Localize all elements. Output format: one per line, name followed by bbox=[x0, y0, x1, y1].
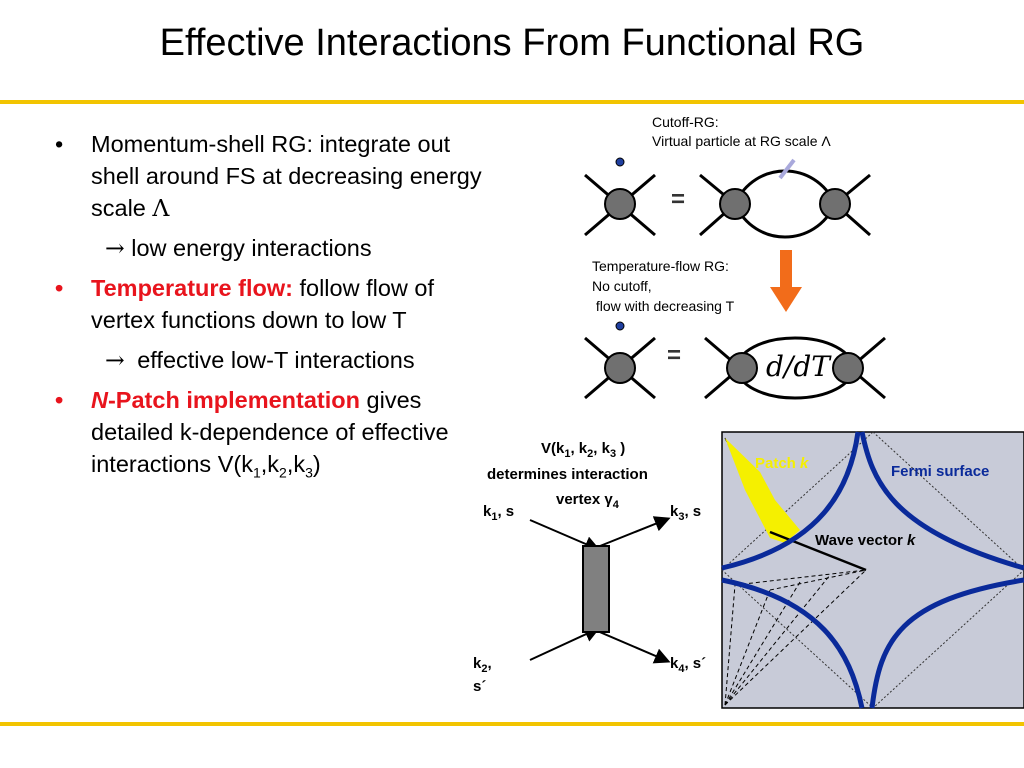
k2-label: k2, bbox=[473, 655, 492, 675]
flow-arrow-icon bbox=[770, 250, 802, 312]
patch-label: Patch k bbox=[755, 455, 809, 472]
cutoff-bubble bbox=[699, 158, 871, 239]
wave-vector-label: Wave vector k bbox=[815, 532, 916, 549]
vertex-caption-3: vertex γ4 bbox=[556, 491, 619, 511]
cutoff-label-2: Virtual particle at RG scale Λ bbox=[652, 133, 831, 149]
bullet-temperature-flow: • Temperature flow: follow flow of verte… bbox=[55, 275, 435, 333]
dot-icon bbox=[615, 157, 625, 167]
cutoff-equals: = bbox=[671, 186, 686, 213]
fermi-surface-panel bbox=[721, 431, 1024, 709]
bottom-rule bbox=[0, 722, 1024, 726]
ddt-operator: d/dT bbox=[766, 350, 830, 383]
dot-icon bbox=[615, 321, 625, 331]
cutoff-label-1: Cutoff-RG: bbox=[652, 114, 719, 130]
slide-title: Effective Interactions From Functional R… bbox=[159, 22, 865, 64]
vertex-caption-1: V(k1, k2, k3 ) bbox=[541, 440, 626, 460]
k1-label: k1, s bbox=[483, 503, 515, 523]
bullet-list: • Momentum-shell RG: integrate out shell… bbox=[55, 128, 495, 489]
k3-label: k3, s bbox=[670, 503, 702, 523]
bullet-n-patch: • N-Patch implementation gives detailed … bbox=[55, 387, 449, 481]
k4-label: k4, s´ bbox=[670, 655, 707, 675]
fermi-surface-label: Fermi surface bbox=[891, 463, 990, 480]
tflow-label-2: No cutoff, bbox=[592, 278, 652, 294]
tflow-equals: = bbox=[667, 342, 682, 369]
vertex-caption-2: determines interaction bbox=[487, 466, 648, 483]
tflow-label-1: Temperature-flow RG: bbox=[592, 258, 729, 274]
tflow-label-3: flow with decreasing T bbox=[592, 298, 735, 314]
top-rule bbox=[0, 100, 1024, 104]
sub-effective-low-t: → effective low-T interactions bbox=[105, 346, 415, 374]
sub-low-energy: → low energy interactions bbox=[105, 234, 372, 262]
tflow-vertex-left bbox=[584, 321, 656, 400]
k2-spin-label: s´ bbox=[473, 678, 487, 695]
tflow-bubble bbox=[704, 336, 886, 400]
cutoff-vertex-left bbox=[584, 157, 656, 237]
gamma4-vertex bbox=[529, 516, 671, 664]
bullet-momentum-shell: • Momentum-shell RG: integrate out shell… bbox=[55, 131, 482, 222]
